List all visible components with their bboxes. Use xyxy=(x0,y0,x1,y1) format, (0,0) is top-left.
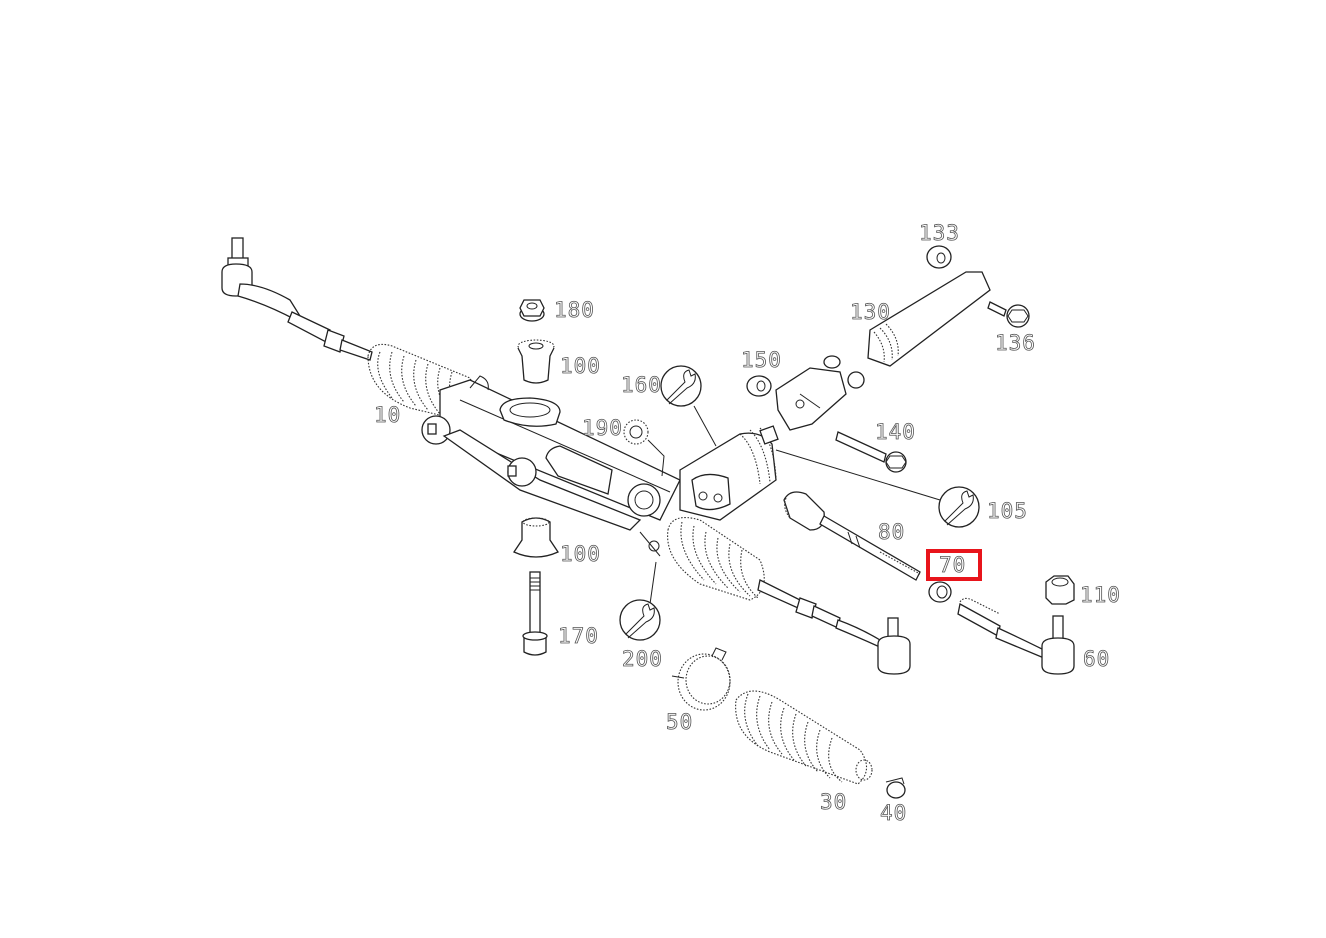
callout-70[interactable]: 70 xyxy=(939,553,967,577)
leader-lines xyxy=(649,405,941,605)
bellows-30[interactable] xyxy=(735,690,873,785)
callout-40[interactable]: 40 xyxy=(880,801,908,825)
callout-136[interactable]: 136 xyxy=(995,331,1036,355)
callout-180[interactable]: 180 xyxy=(554,298,595,322)
callout-30[interactable]: 30 xyxy=(820,790,848,814)
callout-133[interactable]: 133 xyxy=(919,221,960,245)
wrench-icon[interactable] xyxy=(660,365,702,407)
bolt-136[interactable] xyxy=(987,301,1030,328)
callout-10[interactable]: 10 xyxy=(374,403,402,427)
nut-70[interactable] xyxy=(928,581,952,603)
right-bellows-on-rack xyxy=(667,517,765,601)
valve-body xyxy=(679,425,779,521)
clamp-50[interactable] xyxy=(671,647,731,711)
washer-150[interactable] xyxy=(746,375,772,397)
callout-200[interactable]: 200 xyxy=(622,647,663,671)
callout-110[interactable]: 110 xyxy=(1080,583,1121,607)
callout-140[interactable]: 140 xyxy=(875,420,916,444)
wrench-icon[interactable] xyxy=(938,486,980,528)
right-tie-rod-assembled xyxy=(757,579,911,675)
nut-180[interactable] xyxy=(519,299,545,322)
intermediate-shaft-130[interactable] xyxy=(775,271,991,431)
left-tie-rod-end[interactable] xyxy=(221,237,373,361)
bolt-140[interactable] xyxy=(835,431,907,473)
callout-80[interactable]: 80 xyxy=(878,520,906,544)
callout-190[interactable]: 190 xyxy=(582,416,623,440)
callout-170[interactable]: 170 xyxy=(558,624,599,648)
callout-100-bottom[interactable]: 100 xyxy=(560,542,601,566)
bushing-100-top[interactable] xyxy=(517,339,555,384)
rack-housing xyxy=(421,375,681,557)
wrench-icon[interactable] xyxy=(619,599,661,641)
washer-133[interactable] xyxy=(926,245,952,269)
callout-160[interactable]: 160 xyxy=(621,373,662,397)
selected-part-highlight xyxy=(926,549,982,581)
outer-tie-rod-end-60[interactable] xyxy=(957,597,1075,675)
nut-110[interactable] xyxy=(1045,575,1075,605)
plug-190[interactable] xyxy=(623,419,665,477)
callout-50[interactable]: 50 xyxy=(666,710,694,734)
callout-60[interactable]: 60 xyxy=(1083,647,1111,671)
callout-105[interactable]: 105 xyxy=(987,499,1028,523)
callout-100-top[interactable]: 100 xyxy=(560,354,601,378)
callout-130[interactable]: 130 xyxy=(850,300,891,324)
bolt-170[interactable] xyxy=(522,571,548,656)
bushing-100-bottom[interactable] xyxy=(513,517,559,558)
clip-40[interactable] xyxy=(885,777,906,799)
callout-150[interactable]: 150 xyxy=(741,348,782,372)
inner-tie-rod-80[interactable] xyxy=(783,491,921,581)
